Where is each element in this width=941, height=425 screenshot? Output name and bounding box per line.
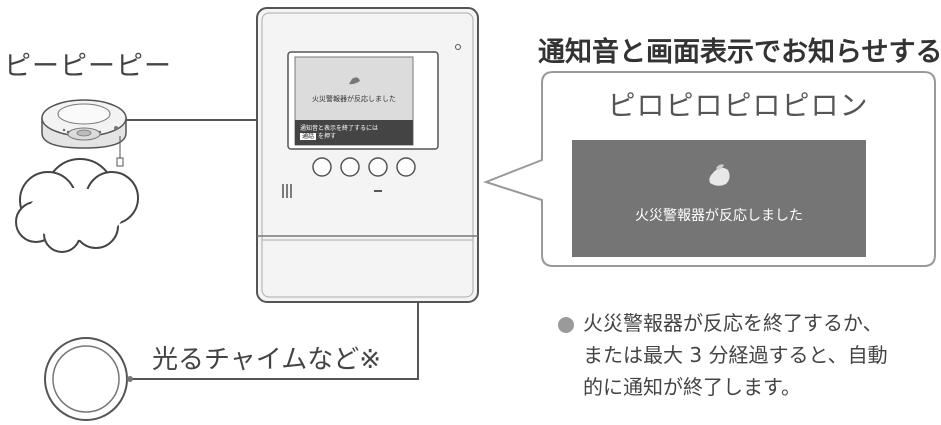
callout-sound-text: ピロピロピロピロン [607,89,869,122]
note-bullet [558,317,574,333]
alarm-sound-text: ピーピーピー [4,51,172,82]
note-line2: または最大 3 分経過すると、自動 [583,343,888,367]
chime-wire [132,302,419,380]
monitor-screen-message: 火災警報器が反応しました [312,95,396,103]
smoke-alarm [41,99,127,167]
note-line1: 火災警報器が反応を終了するか、 [583,311,883,335]
callout-screen [572,140,866,257]
talk-key-label: 通話 [300,133,317,140]
intercom-monitor [256,7,479,303]
light-chime [44,337,133,421]
callout-screen-message: 火災警報器が反応しました [635,208,803,224]
monitor-prompt-line1: 通知音と表示を終了するには [300,125,379,132]
callout-headline: 通知音と画面表示でお知らせする [538,37,941,68]
smoke-cloud [15,158,139,253]
chime-label: 光るチャイムなど※ [152,345,382,375]
note-line3: 的に通知が終了します。 [583,375,801,399]
prompt-line2-suffix: を押す [318,133,337,140]
note-text: 火災警報器が反応を終了するか、 または最大 3 分経過すると、自動 的に通知が終… [583,307,933,403]
flame-icon [709,164,730,186]
monitor-prompt-line2: 通話を押す [300,131,336,140]
